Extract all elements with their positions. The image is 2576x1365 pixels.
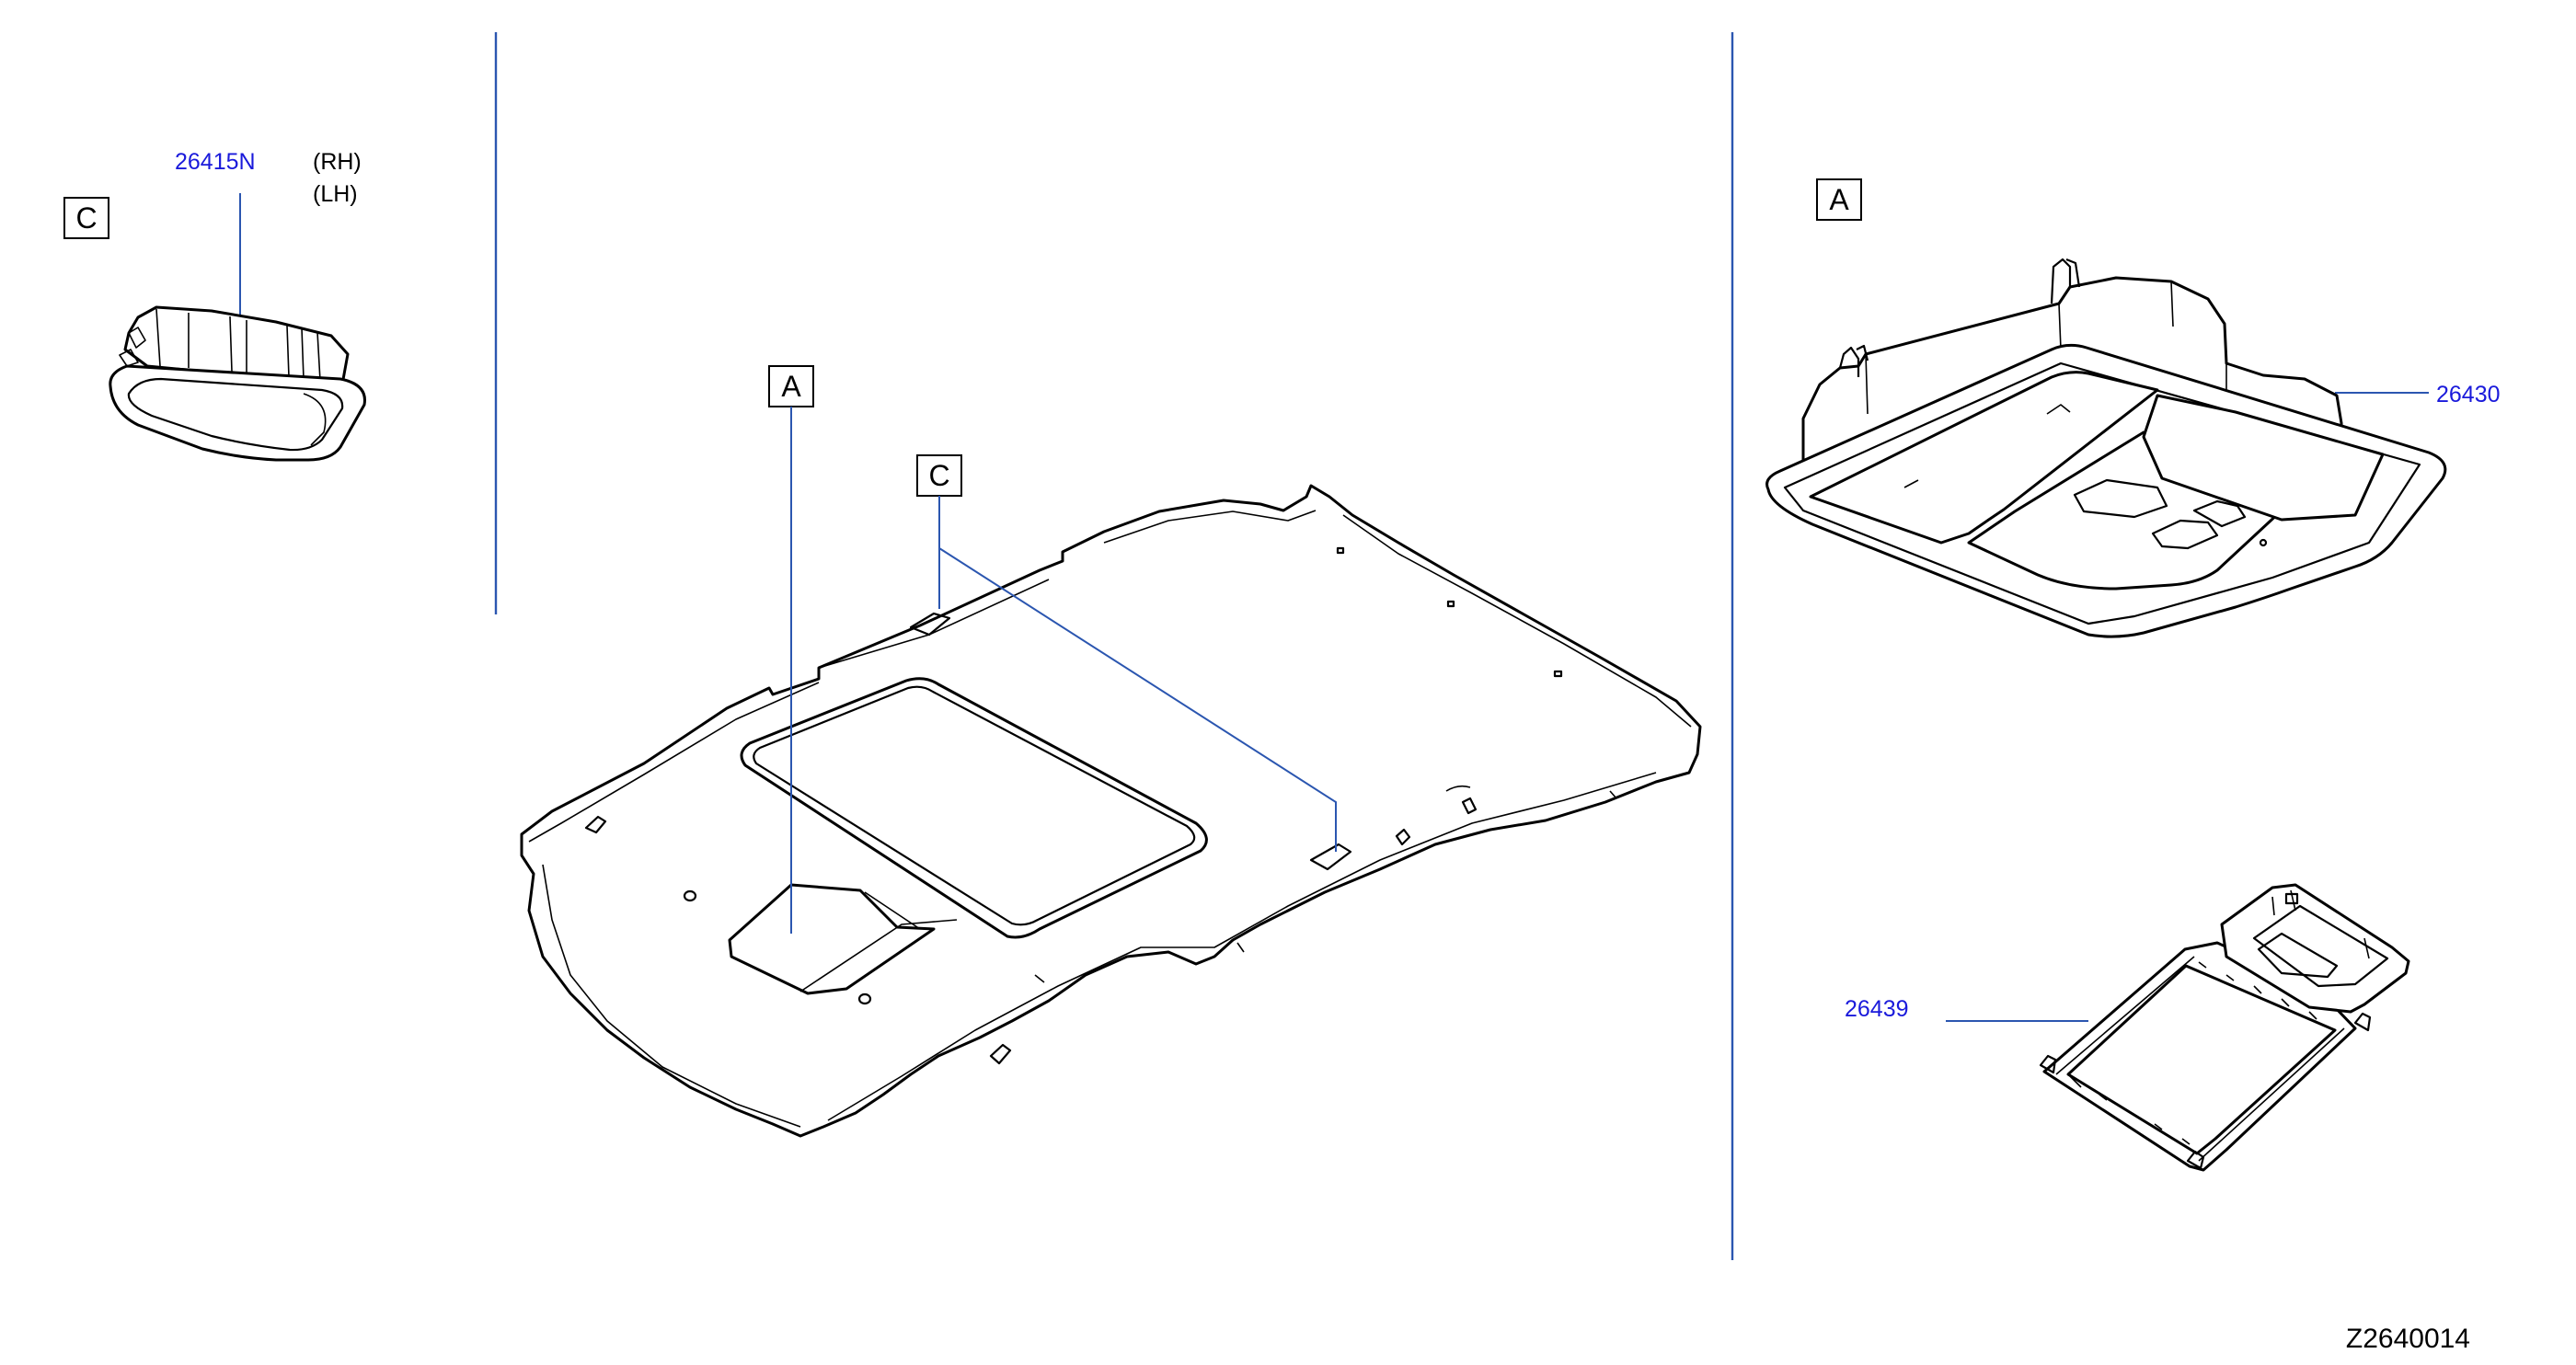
svg-text:A: A [781,370,801,403]
headlining-drawing [520,484,1702,1138]
callout-a-center: A [768,365,814,407]
leader-c-center-rear [938,547,1337,852]
svg-text:C: C [928,459,949,492]
callout-c-center: C [916,454,962,497]
svg-text:C: C [75,201,97,235]
callout-c-left: C [63,197,109,239]
part-number-26430[interactable]: 26430 [2436,382,2501,407]
variant-lh-label: (LH) [313,181,358,207]
map-lamp-drawing [109,305,366,462]
part-number-26439[interactable]: 26439 [1845,996,1909,1022]
part-number-26415n[interactable]: 26415N [175,149,256,175]
svg-text:A: A [1829,183,1849,216]
callout-a-right: A [1816,178,1862,221]
overhead-console-drawing [1765,258,2447,638]
variant-rh-label: (RH) [313,149,362,175]
console-bracket-drawing [2039,883,2410,1172]
diagram-id: Z2640014 [2346,1324,2470,1354]
